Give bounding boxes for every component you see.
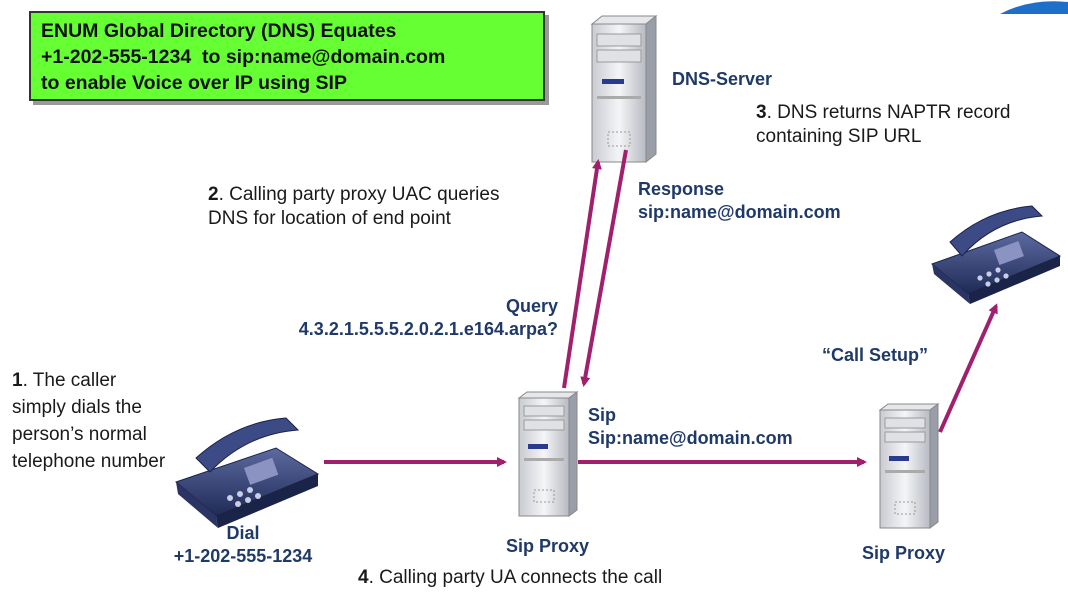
sip-uri: Sip:name@domain.com <box>588 428 793 448</box>
telephone-icon <box>931 205 1062 304</box>
sip-label: Sip Sip:name@domain.com <box>588 404 793 450</box>
dial-title: Dial <box>226 523 260 543</box>
step-1-line-2: simply dials the <box>12 397 142 418</box>
server-icon <box>878 403 940 529</box>
response-arrow <box>580 149 628 387</box>
step-3-line-2: containing SIP URL <box>756 126 922 147</box>
telephone-icon <box>175 417 320 528</box>
step-1-line-3: person’s normal <box>12 424 147 445</box>
step-1-text: 1. The caller simply dials the person’s … <box>12 367 165 475</box>
step-1-line-1: . The caller <box>22 370 117 391</box>
step-3-line-1: . DNS returns NAPTR record <box>766 102 1011 123</box>
server-icon <box>517 391 579 517</box>
banner-line-2: +1-202-555-1234 to sip:name@domain.com <box>41 46 446 68</box>
enum-banner: ENUM Global Directory (DNS) Equates +1-2… <box>29 11 545 101</box>
query-title: Query <box>505 296 558 316</box>
server-icon <box>590 14 658 164</box>
call-setup-arrow <box>938 303 998 433</box>
banner-line-3: to enable Voice over IP using SIP <box>41 72 347 94</box>
response-title: Response <box>638 179 725 199</box>
sip-proxy-right-label: Sip Proxy <box>862 543 946 563</box>
call-setup-label: “Call Setup” <box>822 345 929 365</box>
query-domain: 4.3.2.1.5.5.5.2.0.2.1.e164.arpa? <box>298 319 558 339</box>
step-2-text: 2. Calling party proxy UAC queries DNS f… <box>208 183 499 231</box>
response-label: Response sip:name@domain.com <box>638 178 841 224</box>
query-label: Query 4.3.2.1.5.5.5.2.0.2.1.e164.arpa? <box>248 295 558 341</box>
response-uri: sip:name@domain.com <box>638 202 841 222</box>
step-1-number: 1 <box>12 370 23 391</box>
step-4-line: . Calling party UA connects the call <box>368 567 663 588</box>
dns-server-label: DNS-Server <box>672 69 773 89</box>
step-4-number: 4 <box>358 567 369 588</box>
step-3-number: 3 <box>756 102 767 123</box>
dial-label: Dial +1-202-555-1234 <box>148 522 338 568</box>
step-2-line-1: . Calling party proxy UAC queries <box>218 184 500 205</box>
sip-title: Sip <box>588 405 617 425</box>
step-4-text: 4. Calling party UA connects the call <box>358 566 662 590</box>
step-2-line-2: DNS for location of end point <box>208 208 451 229</box>
step-3-text: 3. DNS returns NAPTR record containing S… <box>756 101 1010 149</box>
dial-number: +1-202-555-1234 <box>173 546 313 566</box>
sip-proxy-left-label: Sip Proxy <box>506 536 590 556</box>
banner-line-1: ENUM Global Directory (DNS) Equates <box>41 20 397 42</box>
corner-logo <box>1000 1 1068 14</box>
step-1-line-4: telephone number <box>12 451 166 472</box>
step-2-number: 2 <box>208 184 219 205</box>
query-arrow <box>562 159 602 389</box>
